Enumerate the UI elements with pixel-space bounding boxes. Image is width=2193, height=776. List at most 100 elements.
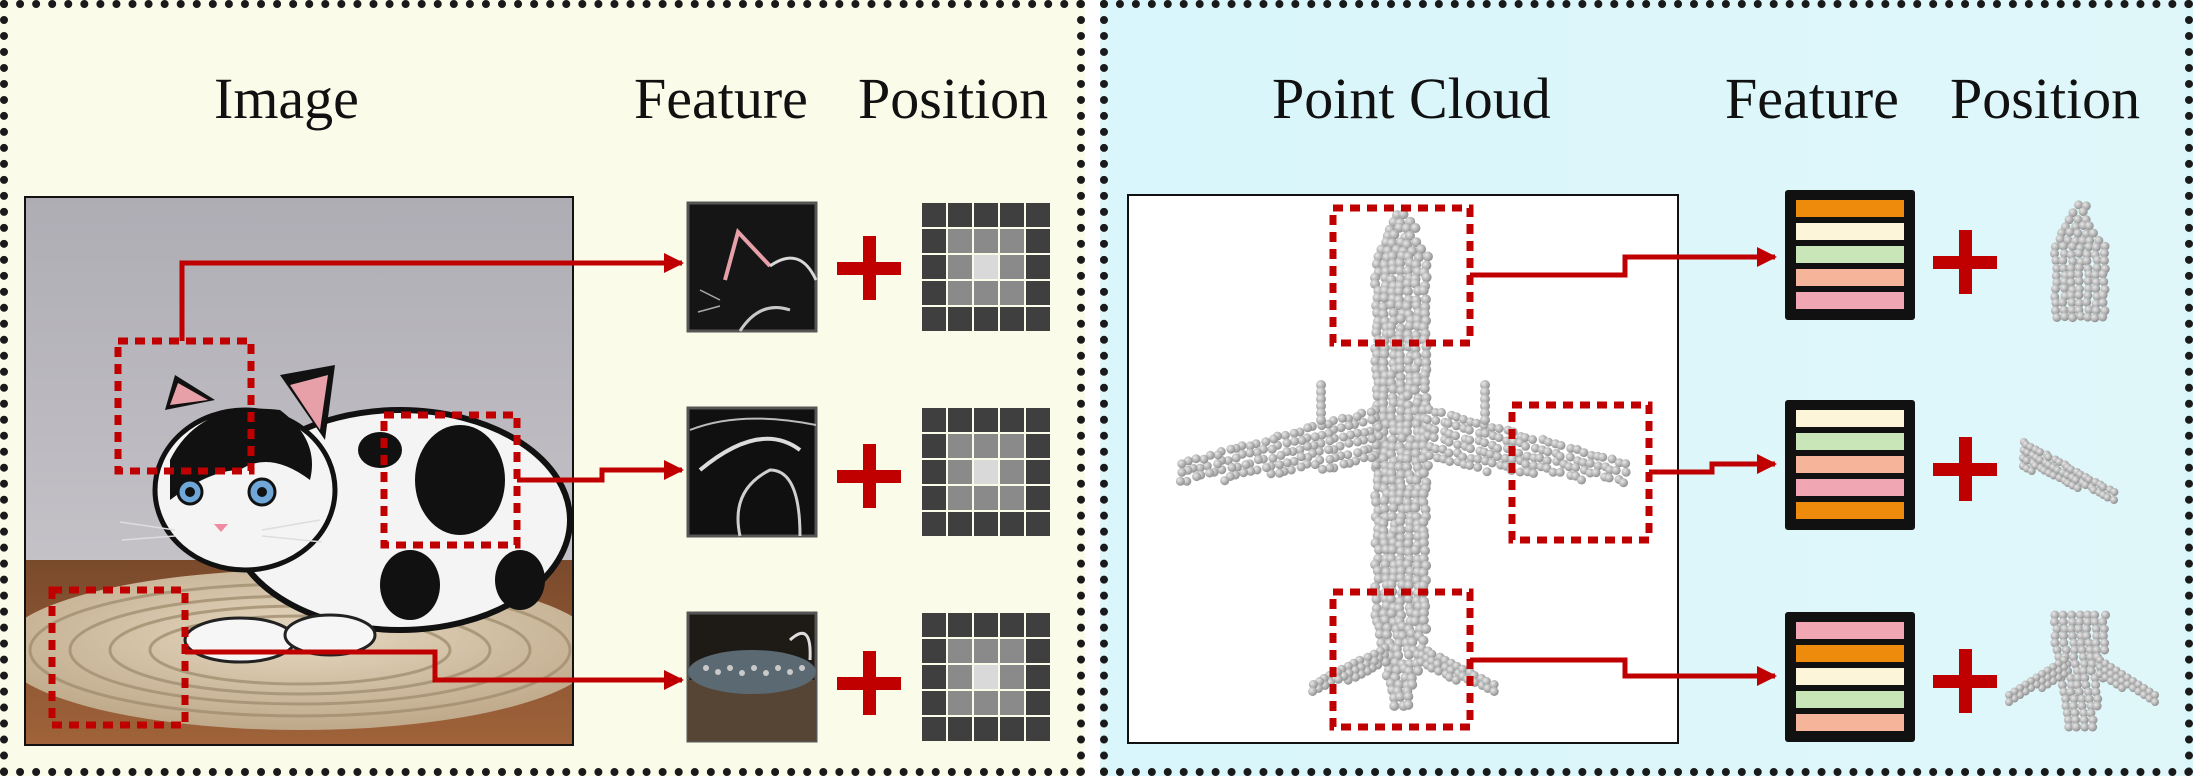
grid-cell: [974, 408, 998, 432]
grid-cell: [1000, 717, 1024, 741]
pc-feature-heading: Feature: [1725, 66, 1899, 131]
plus-icon: [837, 236, 901, 300]
image-position-heading: Position: [858, 66, 1049, 131]
plus-icon: [837, 444, 901, 508]
feature-stripe: [1796, 456, 1904, 473]
grid-cell: [974, 229, 998, 253]
grid-cell: [1000, 229, 1024, 253]
grid-cell: [1026, 434, 1050, 458]
pc-position-heading: Position: [1950, 66, 2141, 131]
grid-cell: [1026, 665, 1050, 689]
grid-cell: [922, 307, 946, 331]
grid-cell: [948, 229, 972, 253]
grid-cell: [1026, 307, 1050, 331]
point-cloud-heading: Point Cloud: [1272, 66, 1551, 131]
image-feature-ear: [686, 201, 818, 333]
grid-cell: [1000, 281, 1024, 305]
pc-feature-wing: [1785, 400, 1915, 530]
image-frame: [24, 196, 574, 746]
grid-cell: [1000, 307, 1024, 331]
cat-image: [25, 197, 573, 745]
grid-cell: [1000, 434, 1024, 458]
pc-feature-tail: [1785, 612, 1915, 742]
grid-cell: [948, 613, 972, 637]
grid-cell: [1026, 691, 1050, 715]
feature-stripe: [1796, 433, 1904, 450]
grid-cell: [974, 203, 998, 227]
grid-cell: [974, 255, 998, 279]
pc-position-tail: [2005, 610, 2159, 732]
grid-cell: [974, 665, 998, 689]
grid-cell: [974, 691, 998, 715]
grid-cell: [1026, 203, 1050, 227]
grid-cell: [948, 512, 972, 536]
pc-position-wing: [2018, 438, 2119, 504]
grid-cell: [974, 613, 998, 637]
grid-cell: [1000, 639, 1024, 663]
grid-cell: [948, 639, 972, 663]
image-feature-body: [686, 406, 818, 538]
grid-cell: [922, 460, 946, 484]
grid-cell: [922, 281, 946, 305]
grid-cell: [1000, 255, 1024, 279]
feature-stripe: [1796, 691, 1904, 708]
grid-cell: [974, 639, 998, 663]
plus-icon: [837, 651, 901, 715]
grid-cell: [1026, 613, 1050, 637]
plus-icon: [1933, 649, 1997, 713]
arrow-body: [517, 460, 684, 483]
grid-cell: [948, 691, 972, 715]
image-feature-mat: [686, 611, 818, 743]
grid-cell: [922, 639, 946, 663]
grid-icon: [922, 613, 1050, 741]
arrow-nose: [1470, 247, 1777, 278]
grid-cell: [1026, 512, 1050, 536]
grid-cell: [922, 434, 946, 458]
grid-cell: [922, 613, 946, 637]
grid-cell: [974, 460, 998, 484]
grid-cell: [1026, 229, 1050, 253]
grid-cell: [1026, 486, 1050, 510]
grid-cell: [1000, 512, 1024, 536]
grid-cell: [948, 665, 972, 689]
grid-cell: [948, 203, 972, 227]
grid-cell: [948, 408, 972, 432]
image-feature-heading: Feature: [634, 66, 808, 131]
grid-cell: [922, 229, 946, 253]
grid-cell: [948, 460, 972, 484]
feature-stripe: [1796, 200, 1904, 217]
feature-stripe: [1796, 668, 1904, 685]
grid-cell: [974, 717, 998, 741]
grid-cell: [922, 255, 946, 279]
grid-cell: [948, 486, 972, 510]
arrow-wing: [1649, 454, 1777, 475]
feature-stripe: [1796, 502, 1904, 519]
grid-cell: [1000, 613, 1024, 637]
plus-icon: [1933, 437, 1997, 501]
image-region-body: [380, 411, 521, 549]
grid-cell: [922, 717, 946, 741]
grid-cell: [1000, 408, 1024, 432]
feature-stripe: [1796, 269, 1904, 286]
plus-icon: [1933, 230, 1997, 294]
grid-cell: [948, 255, 972, 279]
grid-cell: [922, 691, 946, 715]
feature-stripe: [1796, 479, 1904, 496]
grid-cell: [974, 512, 998, 536]
grid-cell: [922, 512, 946, 536]
feature-stripe: [1796, 292, 1904, 309]
grid-cell: [922, 486, 946, 510]
grid-cell: [974, 281, 998, 305]
grid-icon: [922, 203, 1050, 331]
pc-position-nose: [2050, 200, 2110, 323]
grid-cell: [1000, 691, 1024, 715]
grid-cell: [974, 307, 998, 331]
feature-stripe: [1796, 410, 1904, 427]
image-heading: Image: [214, 66, 359, 131]
arrow-mat: [185, 649, 684, 690]
grid-cell: [948, 717, 972, 741]
image-region-mat: [48, 586, 189, 729]
image-region-ear: [114, 337, 255, 475]
arrow-ear: [179, 253, 684, 341]
grid-cell: [1026, 460, 1050, 484]
